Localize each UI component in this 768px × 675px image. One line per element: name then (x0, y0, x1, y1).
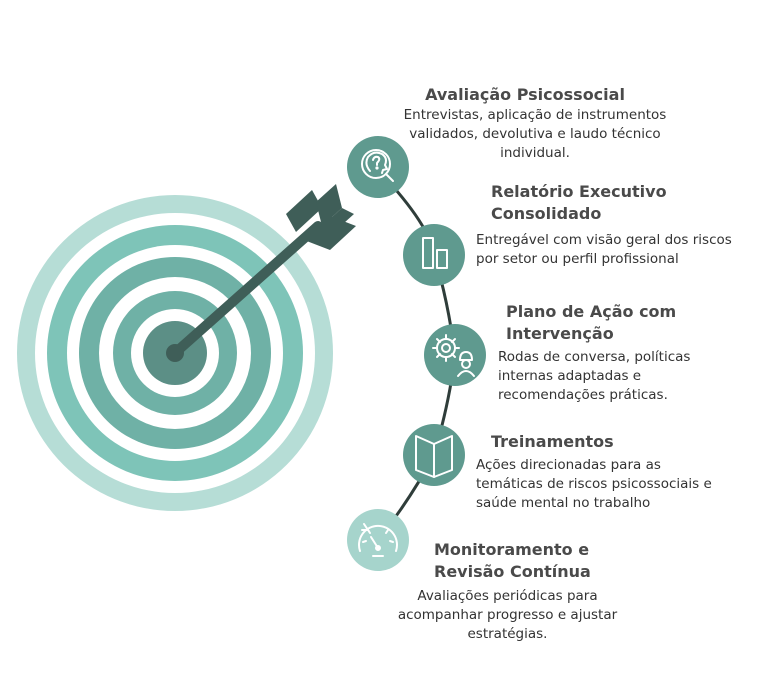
step-4-title: Treinamentos (491, 432, 614, 451)
step-3-circle (424, 324, 486, 386)
step-3-title-line-1: Plano de Ação com (506, 302, 677, 321)
step-5-title-line-1: Monitoramento e (434, 540, 590, 559)
step-1-circle (347, 136, 409, 198)
bar-chart-icon (422, 237, 448, 269)
step-3-title-line-2: Intervenção (506, 324, 614, 343)
arrow-fletch-2 (304, 216, 356, 250)
step-2-description: Entregável com visão geral dos riscos po… (476, 232, 732, 267)
step-3-description: Rodas de conversa, políticas internas ad… (498, 349, 691, 403)
arrow-tip (166, 344, 184, 362)
arrow-fletch-4 (322, 208, 354, 232)
step-2-title-line-2: Consolidado (491, 204, 602, 223)
step-5-description: Avaliações periódicas para acompanhar pr… (397, 588, 618, 642)
step-5-title-line-2: Revisão Contínua (434, 562, 591, 581)
gear-worker-icon (432, 334, 475, 377)
step-4-description: Ações direcionadas para as temáticas de … (476, 457, 712, 511)
step-2-circle (403, 224, 465, 286)
step-1-description: Entrevistas, aplicação de instrumentos v… (403, 107, 667, 161)
arrow-fletch-1 (286, 190, 322, 232)
arrow-shaft (170, 221, 323, 358)
step-5-circle (347, 509, 409, 571)
head-question-magnifier-icon (361, 149, 394, 182)
open-book-icon (415, 435, 453, 478)
step-4-circle (403, 424, 465, 486)
step-2-title-line-1: Relatório Executivo (491, 182, 667, 201)
step-1-title: Avaliação Psicossocial (425, 85, 625, 104)
arrow-icon (166, 184, 356, 362)
arrow-fletch-3 (316, 184, 342, 226)
speedometer-icon (358, 523, 398, 557)
